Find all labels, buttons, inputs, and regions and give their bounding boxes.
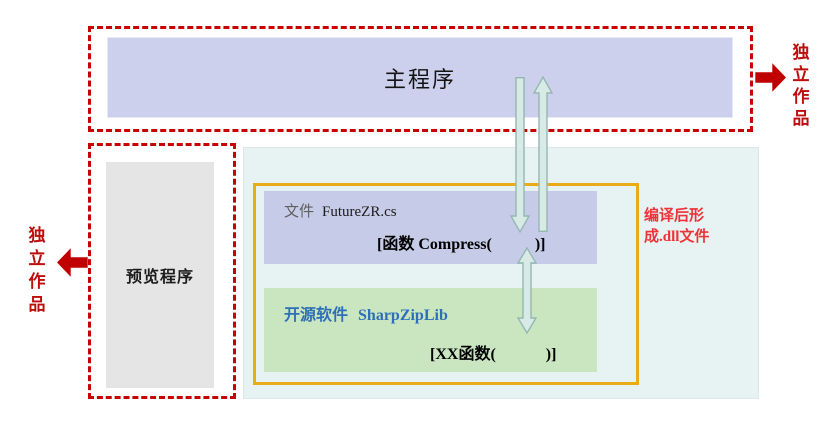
compress-function-label: [函数 Compress()] — [377, 230, 545, 254]
double-headed-arrow-icon — [516, 246, 538, 335]
dll-note: 编译后形 成.dll文件 — [644, 206, 764, 248]
xx-func-open: [XX函数( — [430, 346, 496, 363]
independent-work-right-label: 独立作品 — [792, 43, 810, 128]
file-name: FutureZR.cs — [322, 204, 397, 220]
opensource-box: 开源软件 SharpZipLib [XX函数()] — [264, 288, 597, 372]
main-program-box: 主程序 — [107, 37, 733, 118]
opensource-name: SharpZipLib — [358, 307, 448, 324]
xx-function-label: [XX函数()] — [430, 340, 556, 364]
main-program-label: 主程序 — [383, 66, 456, 92]
main-program-dashed-frame — [88, 26, 753, 132]
dll-note-line1: 编译后形 — [644, 208, 705, 224]
dll-note-line2: 成.dll文件 — [644, 229, 710, 245]
dll-yellow-frame — [253, 183, 639, 385]
file-box: 文件 FutureZR.cs [函数 Compress()] — [264, 191, 597, 264]
file-type-label: 文件 — [284, 204, 315, 220]
independent-work-left-label: 独立作品 — [28, 226, 46, 314]
right-block-arrow-icon — [755, 63, 786, 92]
opensource-type-label: 开源软件 — [284, 307, 349, 324]
preview-program-dashed-frame — [88, 143, 236, 399]
preview-program-label: 预览程序 — [125, 269, 194, 286]
call-down-arrow-icon — [509, 76, 531, 234]
preview-program-box: 预览程序 — [106, 162, 214, 388]
left-block-arrow-icon — [57, 248, 88, 277]
xx-func-close: )] — [545, 346, 557, 363]
opensource-title: 开源软件 SharpZipLib — [284, 301, 448, 325]
file-title: 文件 FutureZR.cs — [284, 200, 397, 221]
compress-func-close: )] — [534, 236, 546, 253]
compress-func-open: [函数 Compress( — [377, 236, 492, 253]
return-up-arrow-icon — [532, 75, 554, 233]
